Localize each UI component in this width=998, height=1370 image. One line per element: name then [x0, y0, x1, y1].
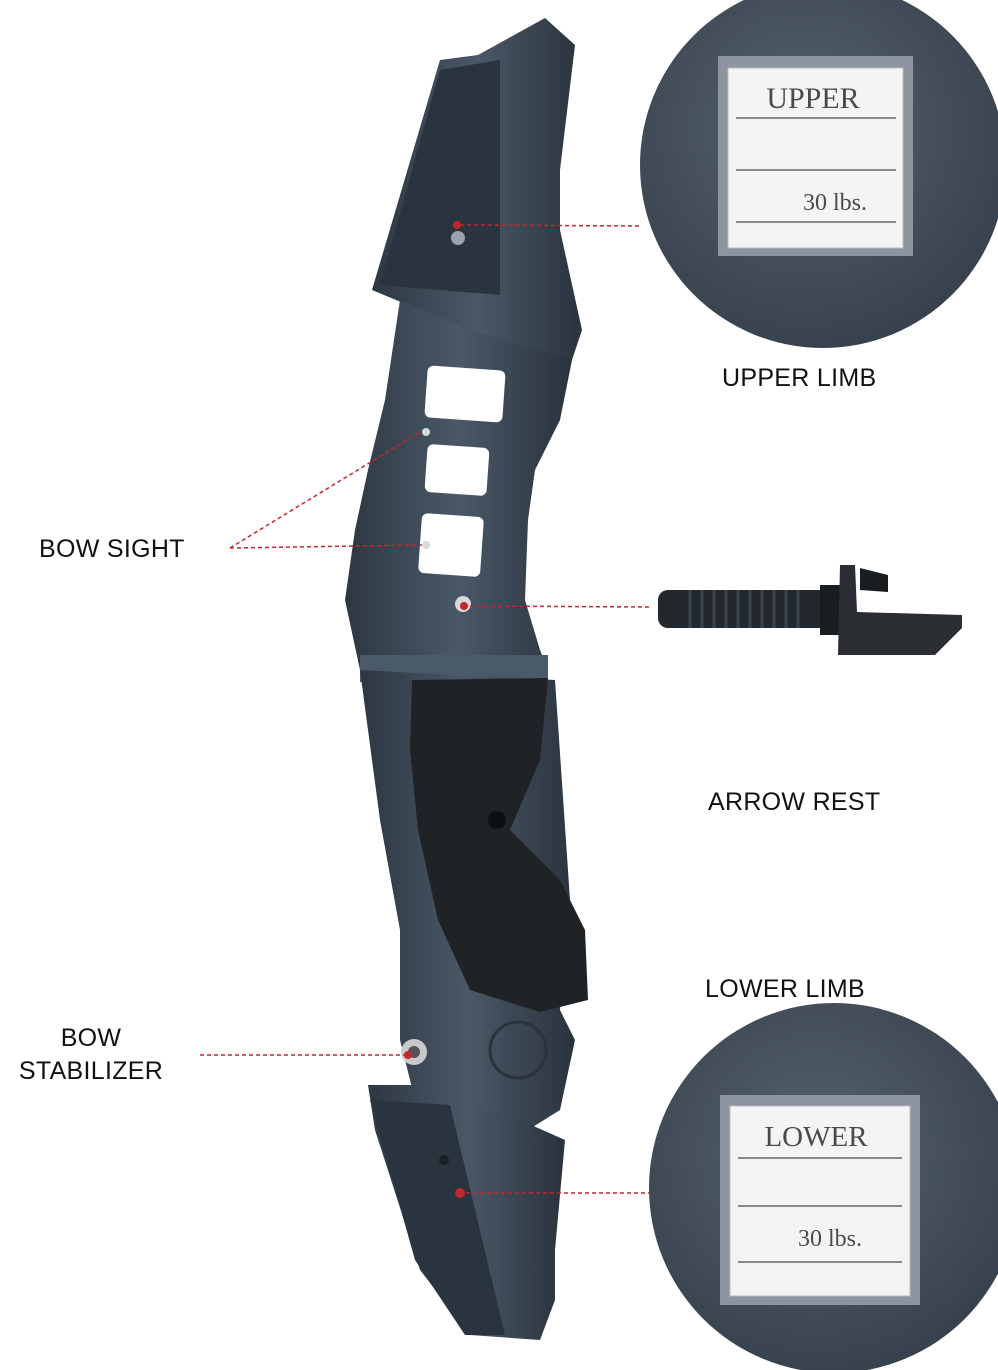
- bow-stabilizer-line2: STABILIZER: [18, 1056, 164, 1085]
- upper-tag-title: UPPER: [766, 82, 859, 115]
- bow-riser-image: [345, 18, 588, 1340]
- arrow-rest-image: [658, 565, 962, 655]
- lower-tag-title: LOWER: [764, 1121, 868, 1153]
- arrow-rest-label: ARROW REST: [708, 788, 881, 816]
- upper-limb-zoom-circle: [640, 0, 998, 348]
- upper-limb-label: UPPER LIMB: [722, 364, 877, 392]
- bow-stabilizer-line1: BOW: [60, 1024, 122, 1052]
- marker-dots: [404, 221, 468, 1198]
- upper-tag-weight: 30 lbs.: [803, 190, 867, 216]
- lower-tag-weight: 30 lbs.: [798, 1226, 862, 1252]
- bow-sight-label: BOW SIGHT: [39, 535, 185, 563]
- bow-stabilizer-label: BOW STABILIZER: [2, 1022, 180, 1087]
- lower-limb-label: LOWER LIMB: [705, 975, 865, 1003]
- leader-lines: [200, 224, 652, 1194]
- lower-limb-zoom-circle: [649, 1003, 998, 1370]
